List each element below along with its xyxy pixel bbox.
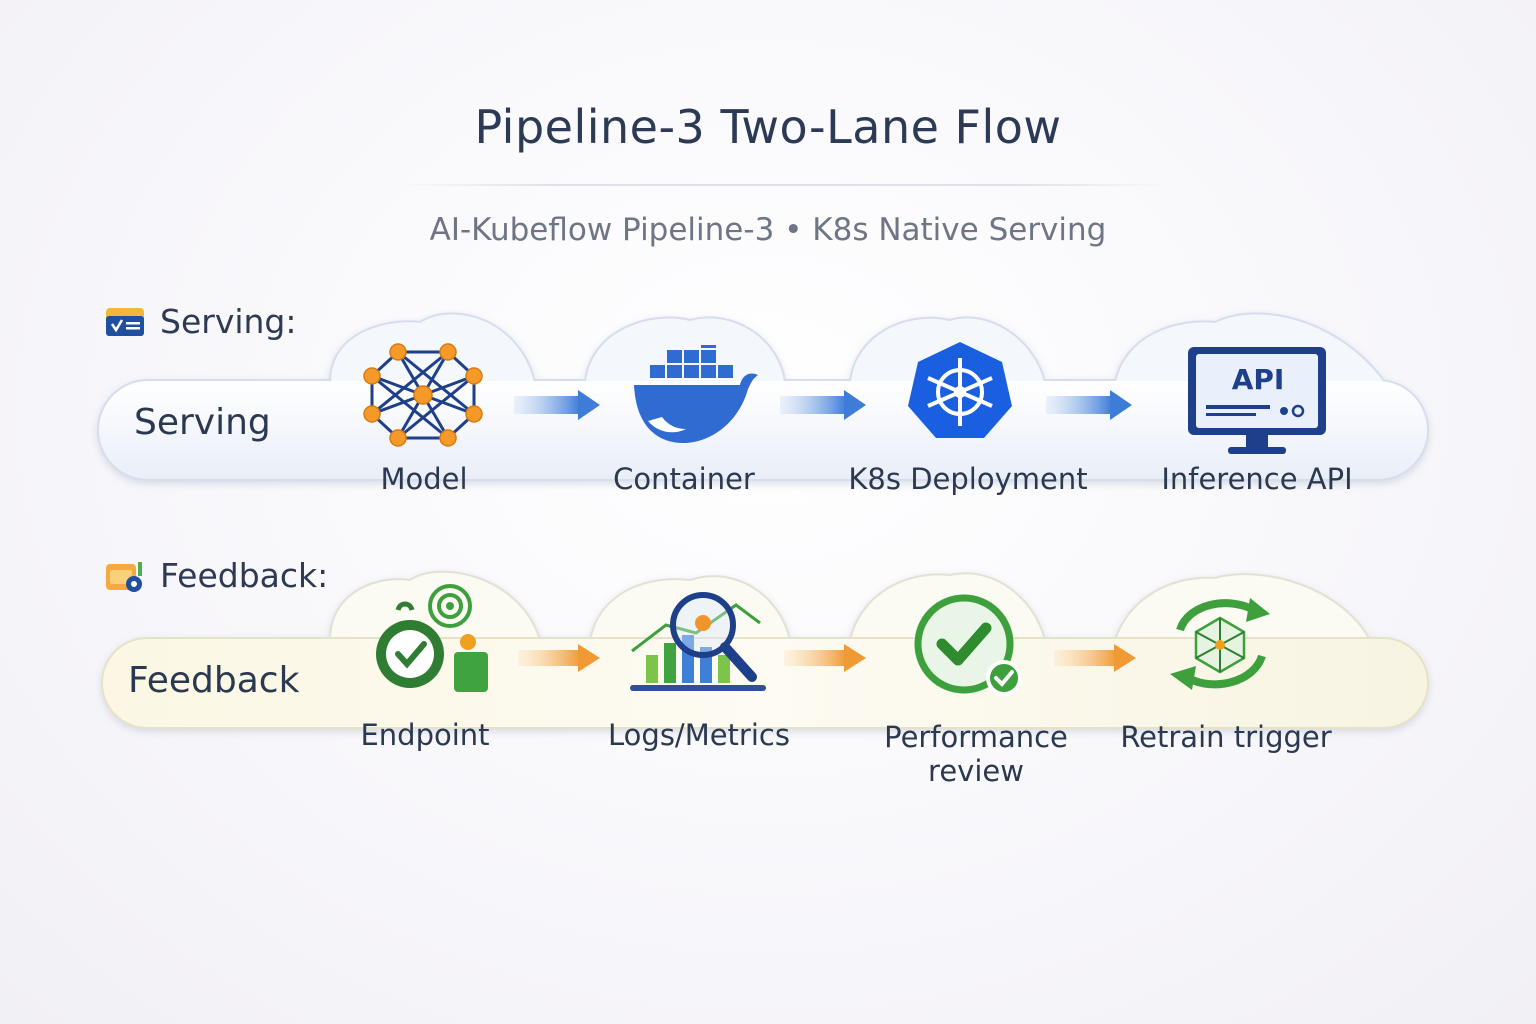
arrow-right-icon	[518, 644, 600, 672]
node-label-model: Model	[380, 462, 468, 496]
kubernetes-icon	[908, 342, 1012, 438]
neural-network-icon	[363, 343, 483, 447]
node-label-endpoint: Endpoint	[360, 718, 490, 752]
node-label-container: Container	[613, 462, 755, 496]
page-title: Pipeline-3 Two-Lane Flow	[474, 100, 1062, 154]
serving-lane-heading: Serving:	[104, 302, 297, 341]
feedback-arrows	[518, 644, 1136, 672]
docker-whale-icon	[634, 345, 758, 443]
serving-arrows	[514, 390, 1132, 420]
node-label-performance-review: Performance review	[884, 720, 1068, 788]
check-circle-icon	[914, 594, 1022, 696]
arrow-right-icon	[1046, 390, 1132, 420]
api-icon-text: API	[1232, 363, 1285, 396]
magnifier-chart-icon	[630, 592, 766, 691]
feedback-lane-label: Feedback	[128, 660, 300, 701]
endpoint-target-icon	[376, 584, 488, 692]
retrain-cycle-icon	[1170, 598, 1270, 690]
title-divider	[400, 184, 1170, 186]
arrow-right-icon	[514, 390, 600, 420]
arrow-right-icon	[780, 390, 866, 420]
node-label-logs-metrics: Logs/Metrics	[608, 718, 790, 752]
serving-badge-icon	[106, 307, 144, 336]
page-subtitle: AI-Kubeflow Pipeline-3 • K8s Native Serv…	[429, 212, 1107, 248]
feedback-heading-text: Feedback:	[160, 556, 329, 595]
feedback-badge-icon	[106, 561, 142, 592]
node-label-k8s-deployment: K8s Deployment	[848, 462, 1088, 496]
node-label-retrain-trigger: Retrain trigger	[1120, 720, 1332, 754]
serving-lane-label: Serving	[134, 402, 271, 443]
serving-heading-text: Serving:	[160, 302, 297, 341]
arrow-right-icon	[784, 644, 866, 672]
node-label-inference-api: Inference API	[1161, 462, 1353, 496]
arrow-right-icon	[1054, 644, 1136, 672]
feedback-lane-heading: Feedback:	[104, 556, 328, 595]
api-monitor-icon: API	[1188, 347, 1326, 454]
